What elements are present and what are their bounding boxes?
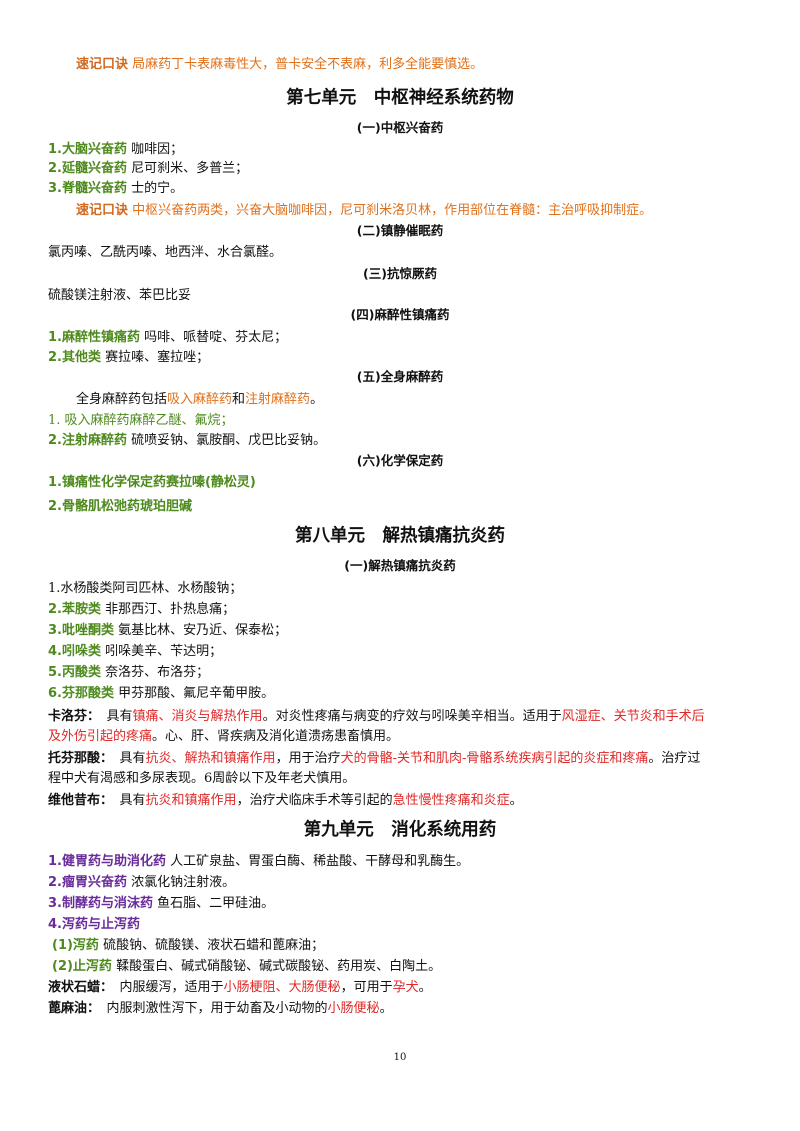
list-item: (1)泻药 硫酸钠、硫酸镁、液状石蜡和蓖麻油； xyxy=(52,938,325,953)
section-heading: (六)化学保定药 xyxy=(356,453,444,468)
list-item: 2.注射麻醉药 硫喷妥钠、氯胺酮、戊巴比妥钠。 xyxy=(48,433,327,448)
list-item: 1. 吸入麻醉药麻醉乙醚、氟烷； xyxy=(48,413,234,428)
drug-entry-carprofen-cont: 及外伤引起的疼痛。心、肝、肾疾病及消化道溃疡患畜慎用。 xyxy=(48,729,400,744)
drug-entry-tolfenamic-cont: 程中犬有渴感和多尿表现。6周龄以下及年老犬慎用。 xyxy=(48,771,356,786)
unit-8-title: 第八单元 解热镇痛抗炎药 xyxy=(295,526,505,546)
list-item: 1.大脑兴奋药 咖啡因； xyxy=(48,142,184,157)
drug-entry-tolfenamic: 托芬那酸： 具有抗炎、解热和镇痛作用，用于治疗犬的骨骼-关节和肌肉-骨骼系统疾病… xyxy=(48,751,701,766)
body-text: 全身麻醉药包括吸入麻醉药和注射麻醉药。 xyxy=(76,392,324,407)
list-item: 6.芬那酸类 甲芬那酸、氟尼辛葡甲胺。 xyxy=(48,686,275,701)
list-item: 2.骨骼肌松弛药琥珀胆碱 xyxy=(48,499,192,514)
list-item: 2.苯胺类 非那西汀、扑热息痛； xyxy=(48,602,236,617)
section-heading: (三)抗惊厥药 xyxy=(363,266,437,281)
section-heading: (四)麻醉性镇痛药 xyxy=(350,307,450,322)
section-heading: (一)解热镇痛抗炎药 xyxy=(344,558,456,573)
drug-entry-vitacoxib: 维他昔布： 具有抗炎和镇痛作用，治疗犬临床手术等引起的急性慢性疼痛和炎症。 xyxy=(48,793,523,808)
mnemonic-text: 局麻药丁卡表麻毒性大，普卡安全不表麻，利多全能要慎选。 xyxy=(132,57,484,72)
section-heading: (五)全身麻醉药 xyxy=(356,369,444,384)
drug-entry-liquid-paraffin: 液状石蜡： 内服缓泻，适用于小肠梗阻、大肠便秘，可用于孕犬。 xyxy=(48,980,432,995)
body-text: 氯丙嗪、乙酰丙嗪、地西泮、水合氯醛。 xyxy=(48,245,283,260)
list-item: 2.瘤胃兴奋药 浓氯化钠注射液。 xyxy=(48,875,236,890)
unit-7-title: 第七单元 中枢神经系统药物 xyxy=(286,88,514,108)
list-item: 3.脊髓兴奋药 士的宁。 xyxy=(48,181,184,196)
mnemonic-line: 速记口诀 局麻药丁卡表麻毒性大，普卡安全不表麻，利多全能要慎选。 xyxy=(76,55,760,74)
list-item: 1.麻醉性镇痛药 吗啡、哌替啶、芬太尼； xyxy=(48,330,288,345)
body-text: 硫酸镁注射液、苯巴比妥 xyxy=(48,288,192,303)
list-item: 3.吡唑酮类 氨基比林、安乃近、保泰松； xyxy=(48,623,288,638)
list-item: 3.制酵药与消沫药 鱼石脂、二甲硅油。 xyxy=(48,896,275,911)
list-item: (2)止泻药 鞣酸蛋白、碱式硝酸铋、碱式碳酸铋、药用炭、白陶土。 xyxy=(52,959,442,974)
list-item: 1.镇痛性化学保定药赛拉嗪(静松灵) xyxy=(48,475,256,490)
drug-entry-castor-oil: 蓖麻油： 内服刺激性泻下，用于幼畜及小动物的小肠便秘。 xyxy=(48,1001,393,1016)
section-heading: (二)镇静催眠药 xyxy=(356,223,444,238)
mnemonic-label: 速记口诀 xyxy=(76,57,129,72)
section-heading: (一)中枢兴奋药 xyxy=(356,120,444,135)
list-item: 5.丙酸类 奈洛芬、布洛芬； xyxy=(48,665,210,680)
list-item: 2.延髓兴奋药 尼可刹米、多普兰； xyxy=(48,161,249,176)
list-item: 1.水杨酸类阿司匹林、水杨酸钠； xyxy=(48,581,243,596)
list-item: 4.泻药与止泻药 xyxy=(48,917,140,932)
unit-9-title: 第九单元 消化系统用药 xyxy=(303,820,497,840)
list-item: 2.其他类 赛拉嗪、塞拉唑； xyxy=(48,350,210,365)
list-item: 1.健胃药与助消化药 人工矿泉盐、胃蛋白酶、稀盐酸、干酵母和乳酶生。 xyxy=(48,854,470,869)
list-item: 4.吲哚类 吲哚美辛、苄达明； xyxy=(48,644,223,659)
mnemonic-line: 速记口诀 中枢兴奋药两类，兴奋大脑咖啡因，尼可刹米洛贝林，作用部位在脊髓：主治呼… xyxy=(76,203,653,218)
page-number: 10 xyxy=(393,1052,407,1063)
drug-entry-carprofen: 卡洛芬： 具有镇痛、消炎与解热作用。对炎性疼痛与病变的疗效与吲哚美辛相当。适用于… xyxy=(48,709,705,724)
